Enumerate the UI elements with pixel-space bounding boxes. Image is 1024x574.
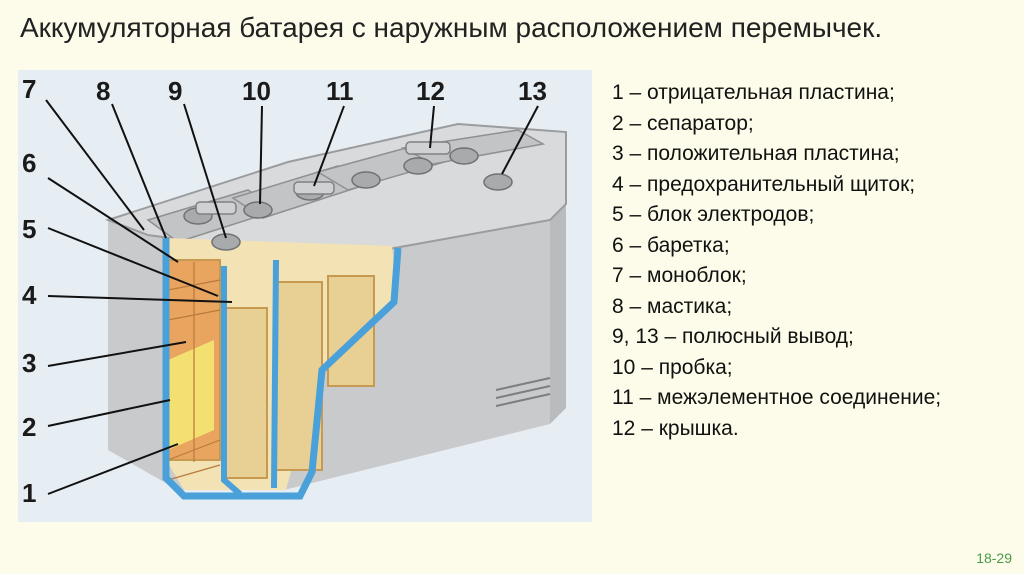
legend-item: 3 – положительная пластина; — [612, 142, 900, 165]
legend-item: 2 – сепаратор; — [612, 111, 754, 135]
legend-item: 6 – баретка; — [612, 233, 730, 257]
battery-handle — [495, 377, 551, 407]
callout-11: 11 — [326, 76, 354, 106]
battery-illustration: 7 8 9 10 11 12 13 6 5 4 3 2 1 — [18, 70, 592, 522]
case-wall-outline — [162, 238, 402, 500]
cell-partition — [221, 266, 242, 497]
callout-7: 7 — [22, 74, 36, 104]
legend-item: 1 – отрицательная пластина; — [612, 81, 895, 104]
battery-side-face — [550, 204, 566, 424]
terminals — [183, 147, 513, 251]
legend-item: 9, 13 – полюсный вывод; — [612, 325, 854, 348]
callout-3: 3 — [22, 348, 36, 378]
callout-4: 4 — [22, 280, 37, 310]
slide-title: Аккумуляторная батарея с наружным распол… — [20, 12, 883, 43]
callout-13: 13 — [518, 76, 547, 106]
battery-cutaway-drawing: 7 8 9 10 11 12 13 6 5 4 3 2 1 — [22, 74, 567, 508]
legend-item: 7 – моноблок; — [612, 264, 747, 287]
plate-grid — [167, 262, 221, 481]
callout-5: 5 — [22, 214, 36, 244]
legend-item: 8 – мастика; — [612, 294, 733, 318]
legend-item: 10 – пробка; — [612, 355, 733, 379]
page-number: 18-29 — [976, 550, 1012, 566]
legend-item: 11 – межэлементное соединение; — [612, 386, 942, 409]
leader-lines — [45, 99, 539, 495]
callout-6: 6 — [22, 148, 36, 178]
cell-partition — [271, 259, 279, 489]
callout-2: 2 — [22, 412, 36, 442]
callout-8: 8 — [96, 76, 110, 106]
legend-item: 5 – блок электродов; — [612, 203, 815, 226]
parts-legend: 1 – отрицательная пластина; 2 – сепарато… — [612, 78, 941, 444]
callout-10: 10 — [242, 76, 271, 106]
callout-12: 12 — [416, 76, 445, 106]
legend-item: 12 – крышка. — [612, 416, 739, 440]
legend-item: 4 – предохранительный щиток; — [612, 172, 916, 196]
callout-9: 9 — [168, 76, 182, 106]
callout-1: 1 — [22, 478, 36, 508]
separator-sheet — [168, 340, 214, 450]
